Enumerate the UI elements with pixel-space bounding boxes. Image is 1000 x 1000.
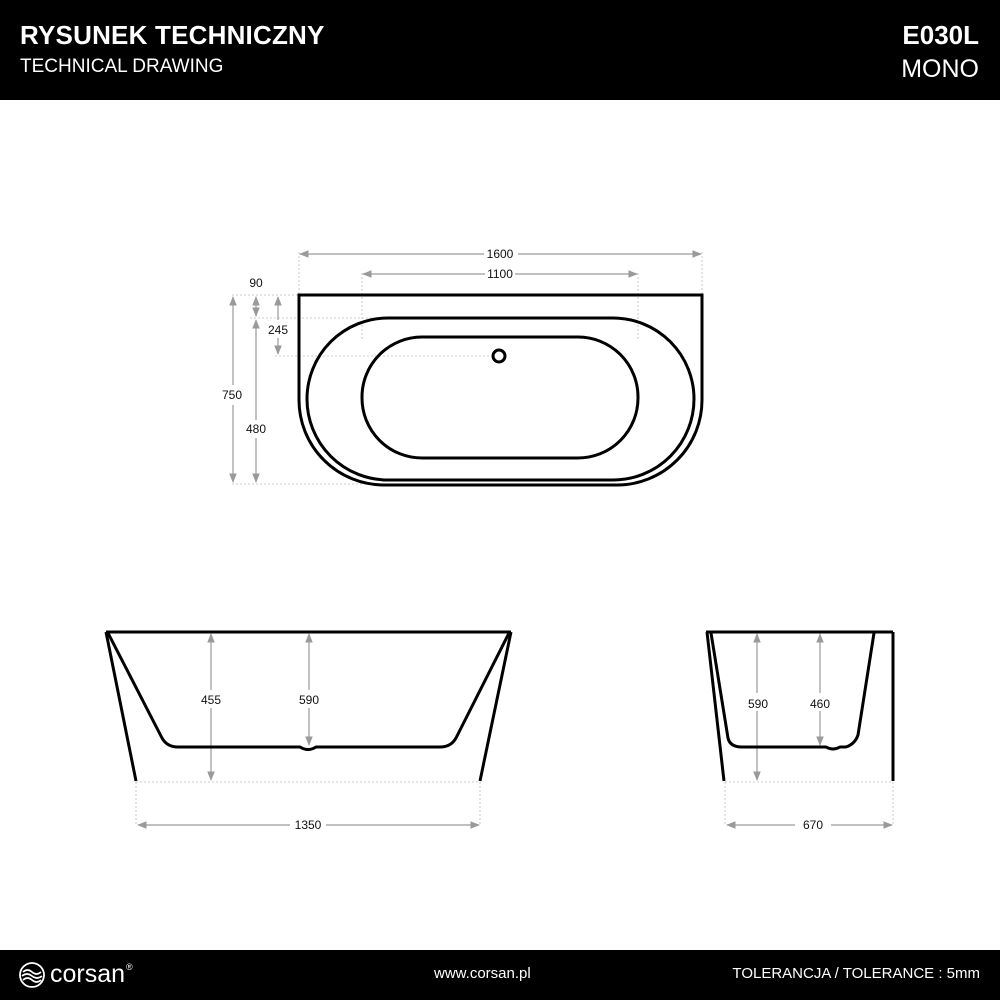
dim-480: 480	[246, 422, 266, 436]
dim-1100: 1100	[487, 267, 513, 281]
extension-lines	[724, 781, 894, 826]
dim-245: 245	[268, 323, 288, 337]
model-code: E030L	[902, 20, 979, 50]
bath-outline-top	[297, 293, 704, 487]
top-view: 1600 1100 90 245 750 480	[222, 247, 704, 487]
dimension-arrows	[137, 633, 480, 829]
dimension-arrows	[229, 250, 702, 483]
brand-logo: corsan ®	[18, 960, 133, 989]
dim-455: 455	[201, 693, 221, 707]
dim-1350: 1350	[295, 818, 322, 832]
page-title: RYSUNEK TECHNICZNY	[20, 20, 325, 50]
extension-lines	[135, 781, 481, 826]
dim-590-side: 590	[748, 697, 768, 711]
bath-outline-front	[104, 630, 513, 782]
registered-mark: ®	[126, 961, 133, 972]
footer-banner: corsan ® www.corsan.pl TOLERANCJA / TOLE…	[0, 950, 1000, 1000]
page-subtitle: TECHNICAL DRAWING	[20, 56, 224, 77]
tolerance-note: TOLERANCJA / TOLERANCE : 5mm	[732, 965, 980, 982]
dim-670: 670	[803, 818, 823, 832]
model-name: MONO	[901, 55, 979, 83]
dim-90: 90	[249, 276, 263, 290]
brand-name: corsan	[50, 960, 126, 988]
website-link[interactable]: www.corsan.pl	[434, 965, 531, 982]
dim-750: 750	[222, 388, 242, 402]
wave-logo-icon	[19, 961, 45, 988]
dim-460: 460	[810, 697, 830, 711]
dim-590: 590	[299, 693, 319, 707]
side-view: 590 460 670	[705, 630, 895, 832]
bath-outline-side	[705, 630, 895, 782]
dim-1600: 1600	[487, 247, 514, 261]
header-banner: RYSUNEK TECHNICZNY TECHNICAL DRAWING E03…	[0, 0, 1000, 100]
front-view: 455 590 1350	[104, 630, 513, 832]
extension-lines	[232, 252, 703, 485]
dimension-arrows	[726, 633, 893, 829]
